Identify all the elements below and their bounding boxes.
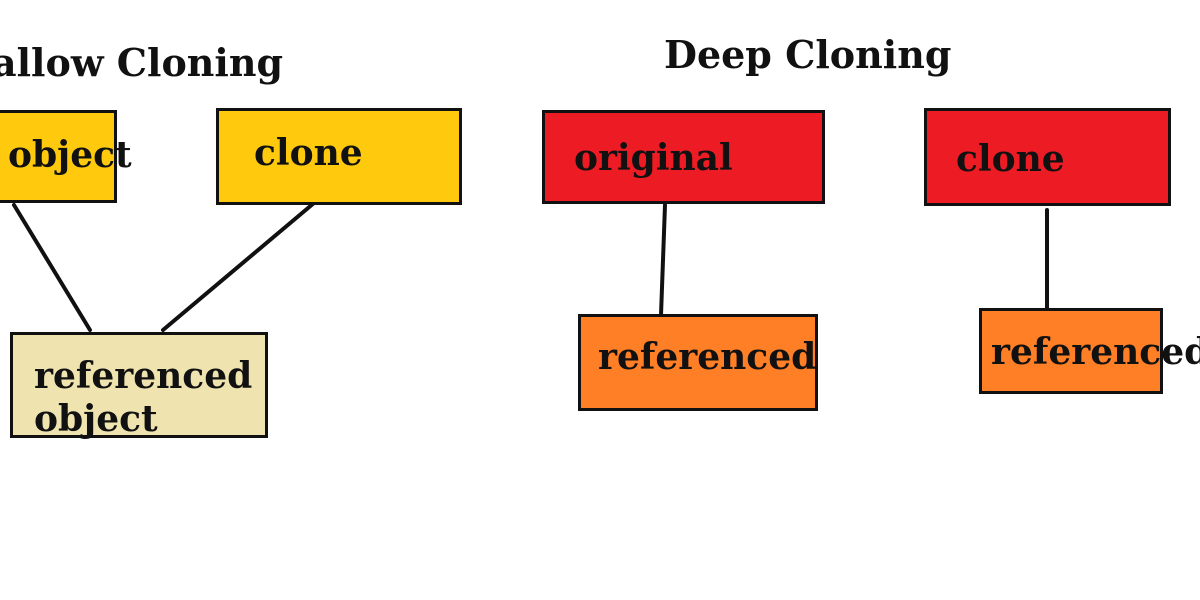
deep-original-label: original [574, 137, 733, 179]
shallow-clone-box: clone [216, 108, 462, 205]
original-to-referenced-line [659, 203, 667, 317]
referenced-object-label-line2: object [34, 398, 158, 440]
deep-original-referenced-label: referenced [598, 336, 817, 378]
clone-to-referenced-line [161, 201, 316, 332]
object-to-referenced-line [12, 203, 92, 332]
deep-original-box: original [542, 110, 825, 204]
referenced-object-box: referenced object [10, 332, 268, 438]
deep-original-referenced-box: referenced [578, 314, 818, 411]
referenced-object-label-line1: referenced [34, 355, 253, 397]
shallow-object-label: object [8, 134, 132, 176]
deep-clone-box: clone [924, 108, 1171, 206]
shallow-cloning-title: allow Cloning [0, 40, 284, 85]
deep-clone-label: clone [956, 138, 1065, 180]
shallow-object-box: object [0, 110, 132, 203]
deep-cloning-title: Deep Cloning [664, 32, 952, 77]
deep-clone-referenced-label: referenced [991, 331, 1200, 373]
shallow-clone-label: clone [254, 132, 363, 174]
deep-clone-referenced-box: referenced [979, 308, 1200, 394]
